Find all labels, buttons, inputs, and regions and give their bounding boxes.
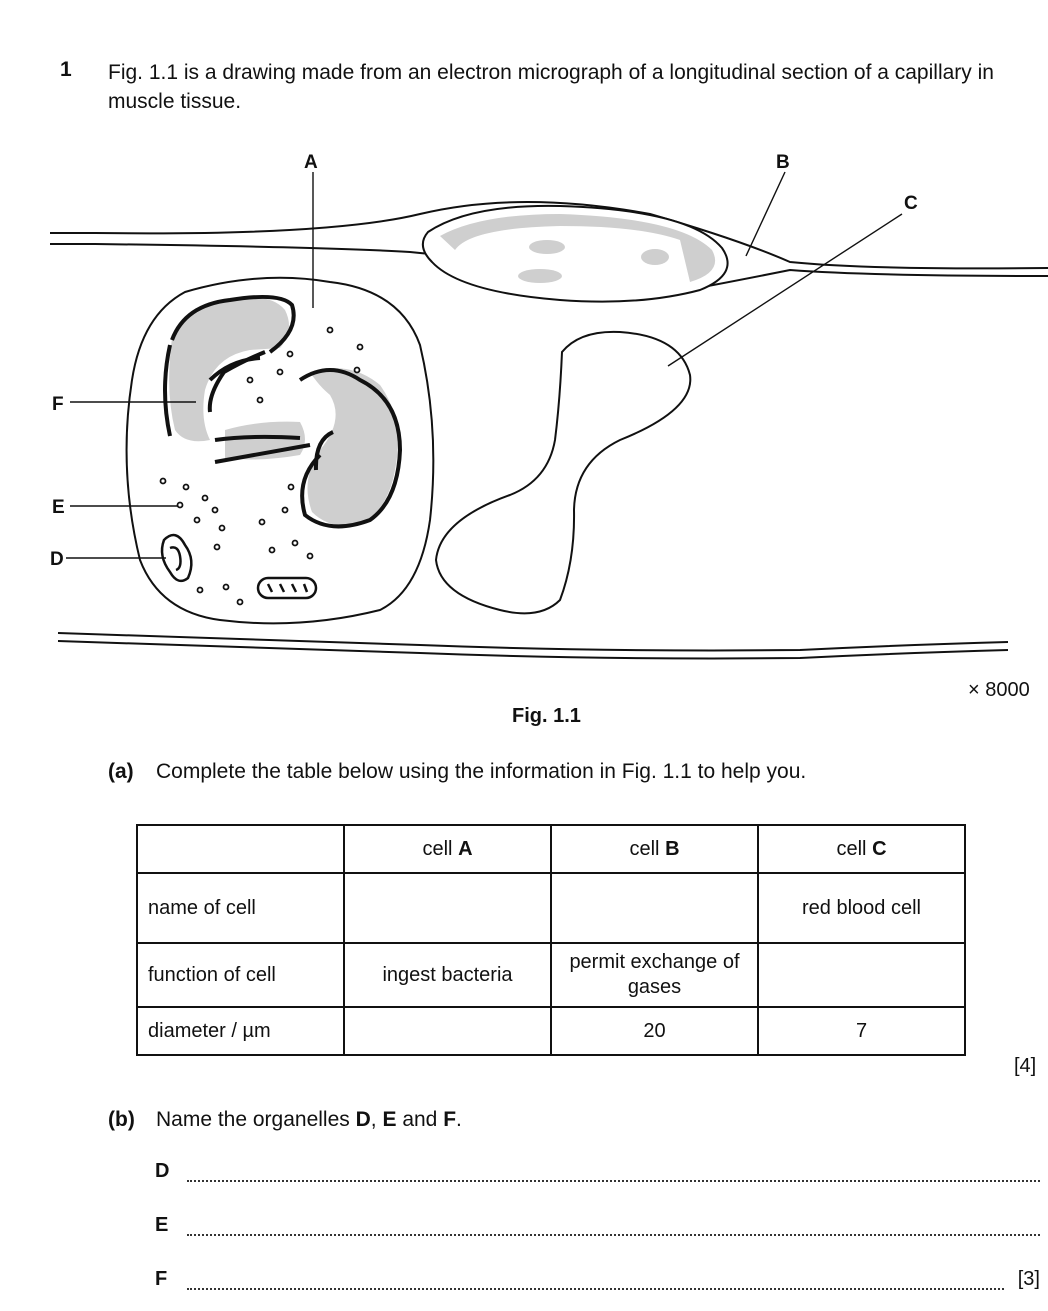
- part-a-prompt: (a) Complete the table below using the in…: [108, 760, 806, 784]
- label-e: E: [52, 497, 65, 518]
- table-header-cell: cell B: [550, 824, 759, 874]
- answer-line-d[interactable]: D: [155, 1160, 1040, 1190]
- dotted-answer-line[interactable]: [187, 1234, 1040, 1236]
- dotted-answer-line[interactable]: [187, 1288, 1004, 1290]
- magnification: × 8000: [968, 679, 1030, 701]
- label-c: C: [904, 193, 918, 214]
- part-b-text: Name the organelles D, E and F.: [156, 1108, 462, 1131]
- answer-cell[interactable]: [343, 872, 552, 944]
- cell-b-nucleus: [421, 204, 729, 303]
- row-label: name of cell: [136, 872, 345, 944]
- mitochondrion-d: [160, 533, 193, 583]
- answer-letter: F: [155, 1268, 168, 1290]
- table-header-cell: cell C: [757, 824, 966, 874]
- capillary-figure: A B C F E D: [50, 152, 1048, 660]
- part-a-marks: [4]: [1014, 1055, 1037, 1077]
- part-a-label: (a): [108, 760, 134, 783]
- table-header-cell: [136, 824, 345, 874]
- label-f: F: [52, 394, 64, 415]
- table-cell: 20: [550, 1006, 759, 1056]
- table-cell: 7: [757, 1006, 966, 1056]
- table-header-cell: cell A: [343, 824, 552, 874]
- table-row: name of cell red blood cell: [136, 872, 966, 944]
- question-intro: Fig. 1.1 is a drawing made from an elect…: [108, 61, 994, 113]
- table-header-row: cell A cell B cell C: [136, 824, 966, 874]
- part-a-text: Complete the table below using the infor…: [156, 760, 807, 783]
- part-b-marks: [3]: [1017, 1268, 1040, 1290]
- cell-a-outline: [125, 276, 435, 625]
- part-b-prompt: (b) Name the organelles D, E and F.: [108, 1108, 462, 1132]
- dotted-answer-line[interactable]: [187, 1180, 1040, 1182]
- answer-line-f[interactable]: F [3]: [155, 1268, 1040, 1298]
- label-d: D: [50, 549, 64, 570]
- cell-table: cell A cell B cell C name of cell red bl…: [136, 824, 966, 1056]
- question-number: 1: [60, 58, 72, 81]
- answer-cell[interactable]: [343, 1006, 552, 1056]
- table-cell: ingest bacteria: [343, 942, 552, 1008]
- answer-letter: D: [155, 1160, 170, 1182]
- answer-cell[interactable]: [550, 872, 759, 944]
- mitochondrion: [256, 576, 318, 600]
- lower-capillary-wall: [57, 632, 1009, 660]
- table-cell: permit exchange of gases: [550, 942, 759, 1008]
- answer-line-e[interactable]: E: [155, 1214, 1040, 1244]
- row-label: diameter / µm: [136, 1006, 345, 1056]
- row-label: function of cell: [136, 942, 345, 1008]
- cell-c-outline: [434, 330, 692, 615]
- answer-cell[interactable]: [757, 942, 966, 1008]
- part-b-label: (b): [108, 1108, 135, 1131]
- table-row: function of cell ingest bacteria permit …: [136, 942, 966, 1008]
- answer-letter: E: [155, 1214, 169, 1236]
- label-lines: [66, 171, 903, 559]
- table-row: diameter / µm 20 7: [136, 1006, 966, 1056]
- table-cell: red blood cell: [757, 872, 966, 944]
- figure-caption: Fig. 1.1: [512, 705, 581, 727]
- label-a: A: [304, 152, 318, 173]
- label-b: B: [776, 152, 790, 173]
